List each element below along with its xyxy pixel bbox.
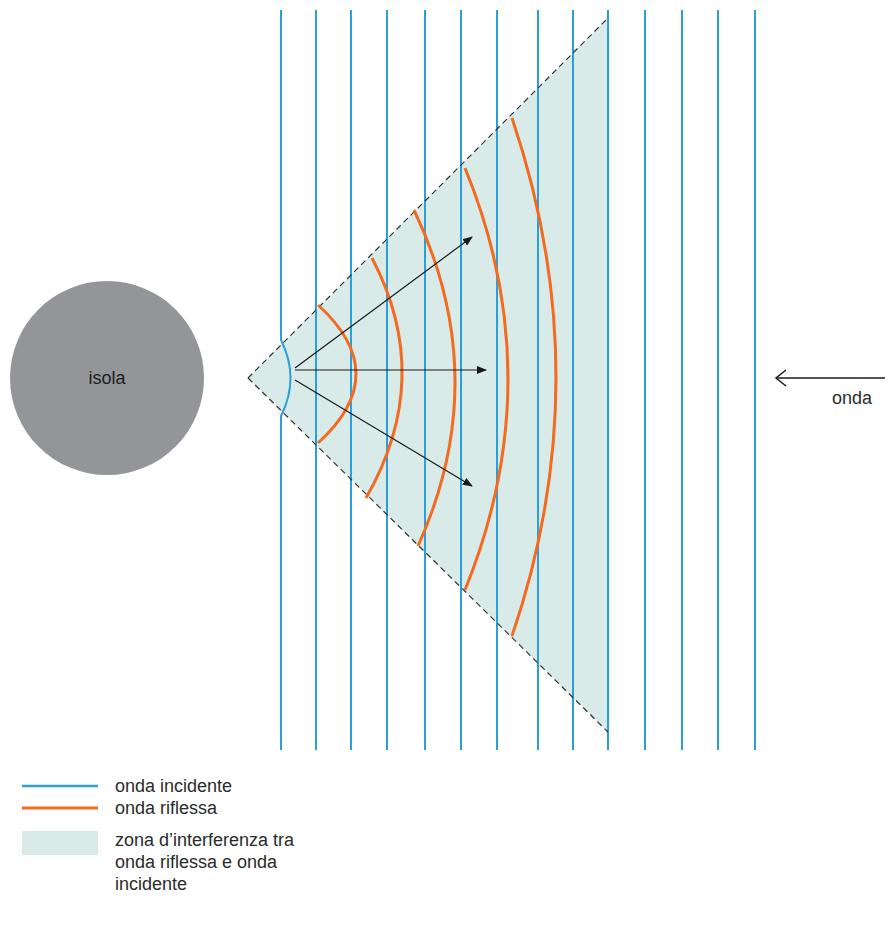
island-circle: isola <box>10 281 204 475</box>
wave-front <box>424 10 426 750</box>
legend-text: zona d’interferenza tra onda riflessa e … <box>115 829 315 895</box>
wave-front <box>644 10 646 750</box>
incident-wave <box>281 10 755 750</box>
wave-label: onda <box>832 387 872 409</box>
reflected-wave <box>318 118 556 636</box>
wave-front <box>350 10 352 750</box>
legend-text: onda incidente <box>115 775 232 797</box>
legend-swatch <box>22 831 98 855</box>
island-label: isola <box>88 368 125 389</box>
legend-line-sample <box>22 785 98 788</box>
interference-zone <box>248 18 608 732</box>
wave-front <box>607 10 609 750</box>
wave-front <box>281 10 291 750</box>
wave-front <box>386 10 388 750</box>
legend-line-sample <box>22 807 98 810</box>
wave-front <box>460 10 462 750</box>
wave-front <box>681 10 683 750</box>
wave-front <box>754 10 756 750</box>
wave-front <box>315 10 317 750</box>
wave-front <box>717 10 719 750</box>
wave-direction-arrow <box>776 370 885 386</box>
wave-front <box>496 10 498 750</box>
propagation-arrow <box>295 237 486 486</box>
legend-text: onda riflessa <box>115 797 217 819</box>
wave-front <box>537 10 539 750</box>
wave-front <box>572 10 574 750</box>
